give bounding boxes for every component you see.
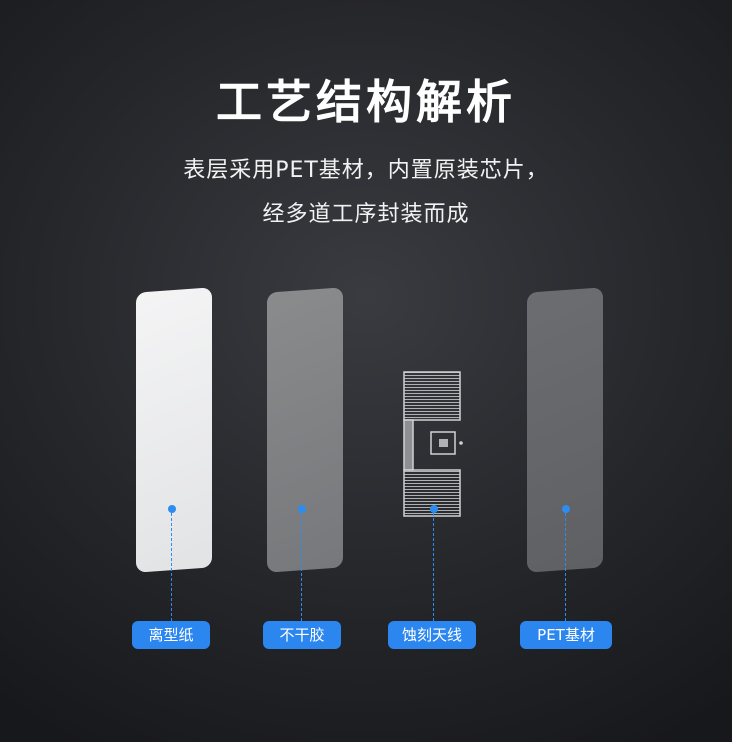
label-release-paper: 离型纸 <box>132 621 210 649</box>
pointer-line-antenna <box>433 513 434 621</box>
pointer-dot-glue <box>298 505 306 513</box>
release-paper-layer <box>136 287 212 573</box>
adhesive-layer <box>267 287 343 573</box>
pointer-dot-pet <box>562 505 570 513</box>
pointer-dot-paper <box>168 505 176 513</box>
subtitle-line-2: 经多道工序封装而成 <box>262 202 470 227</box>
pointer-dot-antenna <box>430 505 438 513</box>
page-title: 工艺结构解析 <box>216 75 516 129</box>
subtitle-line-1: 表层采用PET基材，内置原装芯片， <box>183 158 549 183</box>
label-etched-antenna: 蚀刻天线 <box>388 621 476 649</box>
pointer-line-glue <box>301 513 302 621</box>
pointer-line-pet <box>565 513 566 621</box>
label-pet-substrate: PET基材 <box>520 621 612 649</box>
pointer-line-paper <box>171 513 172 621</box>
label-adhesive: 不干胶 <box>263 621 341 649</box>
etched-antenna-graphic <box>403 371 463 517</box>
